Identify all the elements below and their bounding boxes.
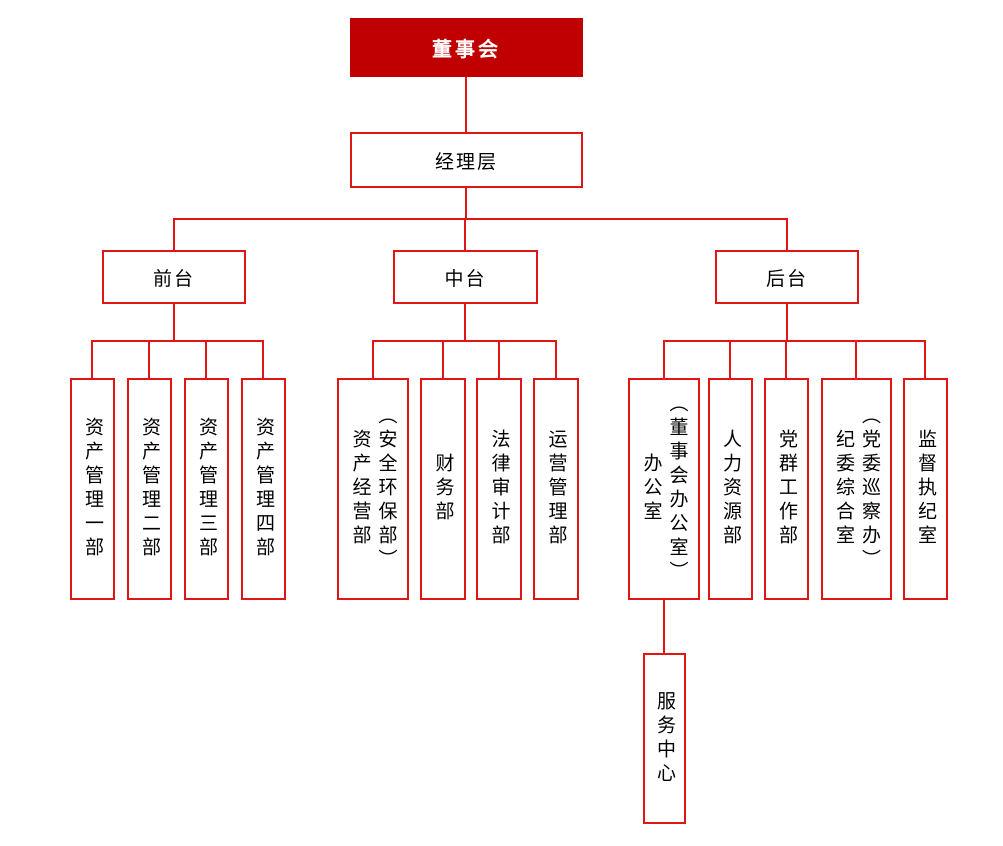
node-board-label: 董事会 — [432, 39, 501, 61]
node-asset-management-dept-1: 资产管理一部 — [70, 378, 115, 600]
node-finance-dept: 财务部 — [420, 378, 466, 600]
node-legal-audit-dept: 法律审计部 — [476, 378, 522, 600]
node-operation-management-dept: 运营管理部 — [533, 378, 579, 600]
connector-drop-middle — [464, 218, 466, 250]
node-asset-management-dept-4-label: 资产管理四部 — [253, 417, 274, 561]
node-board-of-directors: 董事会 — [350, 18, 583, 77]
connector-front-drop-1 — [91, 340, 93, 378]
connector-back-drop-4 — [855, 340, 857, 378]
node-human-resources-dept-label: 人力资源部 — [720, 429, 741, 549]
node-asset-management-dept-1-label: 资产管理一部 — [82, 417, 103, 561]
node-operation-management-dept-label: 运营管理部 — [545, 429, 567, 549]
node-general-office-subtitle: （董事会办公室） — [666, 393, 688, 585]
connector-office-service — [663, 599, 665, 654]
node-asset-management-dept-4: 资产管理四部 — [241, 378, 286, 600]
node-management-layer: 经理层 — [350, 132, 583, 188]
node-supervision-enforcement-office: 监督执纪室 — [903, 378, 948, 600]
node-general-office: 办公室 （董事会办公室） — [628, 378, 700, 600]
connector-level2-bus — [173, 218, 788, 220]
node-asset-management-dept-3-label: 资产管理三部 — [196, 417, 217, 561]
node-human-resources-dept: 人力资源部 — [708, 378, 753, 600]
connector-front-bus — [91, 340, 264, 342]
node-party-mass-work-dept: 党群工作部 — [764, 378, 809, 600]
connector-middle-down — [464, 304, 466, 341]
node-middle-office: 中台 — [393, 250, 538, 304]
node-discipline-committee-office: 纪委综合室 （党委巡察办） — [821, 378, 892, 600]
connector-root-management — [465, 77, 467, 133]
node-general-office-label: 办公室 — [640, 453, 662, 525]
connector-middle-drop-1 — [372, 340, 374, 378]
node-front-label: 前台 — [152, 268, 195, 290]
connector-back-drop-2 — [729, 340, 731, 378]
connector-middle-drop-2 — [442, 340, 444, 378]
connector-front-drop-2 — [148, 340, 150, 378]
node-asset-management-dept-3: 资产管理三部 — [184, 378, 229, 600]
connector-drop-back — [786, 218, 788, 250]
node-finance-dept-label: 财务部 — [432, 453, 454, 525]
connector-back-down — [786, 304, 788, 341]
node-front-office: 前台 — [102, 250, 246, 304]
connector-management-down — [465, 188, 467, 219]
node-service-center: 服务中心 — [643, 653, 686, 824]
node-asset-management-dept-2: 资产管理二部 — [127, 378, 172, 600]
node-asset-operation-dept-label: 资产经营部 — [349, 429, 371, 549]
node-asset-operation-dept-subtitle: （安全环保部） — [375, 405, 397, 573]
node-middle-label: 中台 — [444, 268, 487, 290]
node-management-label: 经理层 — [434, 151, 498, 173]
connector-front-down — [173, 304, 175, 341]
node-asset-management-dept-2-label: 资产管理二部 — [139, 417, 160, 561]
node-party-mass-work-dept-label: 党群工作部 — [776, 429, 797, 549]
connector-middle-drop-3 — [498, 340, 500, 378]
connector-back-drop-5 — [924, 340, 926, 378]
node-asset-operation-dept: 资产经营部 （安全环保部） — [337, 378, 409, 600]
node-discipline-committee-office-subtitle: （党委巡察办） — [859, 405, 880, 573]
node-back-office: 后台 — [715, 250, 859, 304]
node-legal-audit-dept-label: 法律审计部 — [488, 429, 510, 549]
connector-drop-front — [173, 218, 175, 250]
connector-back-drop-1 — [663, 340, 665, 378]
connector-back-drop-3 — [785, 340, 787, 378]
connector-middle-bus — [372, 340, 557, 342]
connector-middle-drop-4 — [555, 340, 557, 378]
connector-front-drop-3 — [205, 340, 207, 378]
node-service-center-label: 服务中心 — [654, 690, 675, 787]
connector-front-drop-4 — [262, 340, 264, 378]
connector-back-bus — [663, 340, 926, 342]
node-discipline-committee-office-label: 纪委综合室 — [833, 429, 854, 549]
node-back-label: 后台 — [765, 268, 808, 290]
node-supervision-enforcement-office-label: 监督执纪室 — [915, 429, 936, 549]
